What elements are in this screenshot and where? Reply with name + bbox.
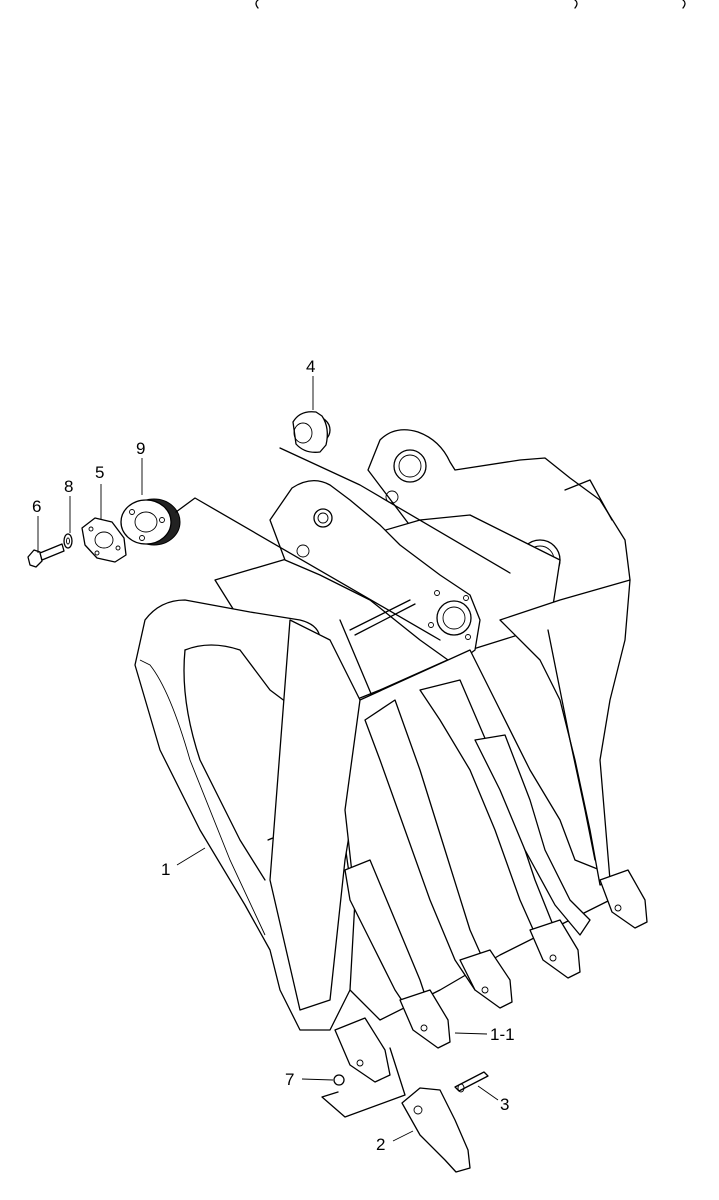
tooth-shanks <box>344 679 591 1021</box>
bolt-part <box>27 543 65 568</box>
bucket-body <box>134 429 648 1083</box>
right-side-plate <box>499 579 631 886</box>
callout-8: 8 <box>64 477 73 496</box>
tooth-point-part <box>321 1047 471 1173</box>
shim-ring-part <box>120 497 441 641</box>
tooth-tips <box>334 869 648 1083</box>
callout-5: 5 <box>95 463 104 482</box>
washer-part <box>63 533 73 549</box>
tooth-pin-part <box>454 1071 489 1093</box>
lock-washer-part <box>333 1074 345 1086</box>
callout-1-1: 1-1 <box>490 1025 515 1044</box>
callout-6: 6 <box>32 497 41 516</box>
bushing-part <box>279 411 511 574</box>
callout-4: 4 <box>306 357 315 376</box>
callout-3: 3 <box>500 1095 509 1114</box>
leader-lines <box>37 376 499 1142</box>
callout-7: 7 <box>285 1070 294 1089</box>
callout-1: 1 <box>161 860 170 879</box>
cropped-header-remnant <box>255 0 686 9</box>
retaining-plate-part <box>81 517 127 563</box>
callout-2: 2 <box>376 1135 385 1154</box>
callout-9: 9 <box>136 439 145 458</box>
